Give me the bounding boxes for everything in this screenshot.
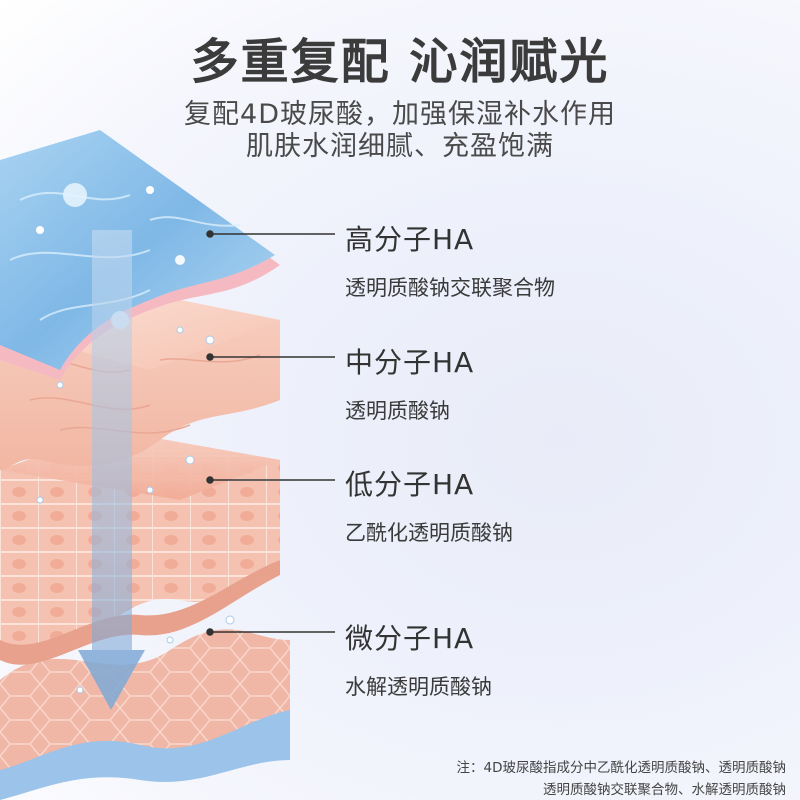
leader-lines <box>206 230 335 636</box>
layer-desc: 透明质酸钠交联聚合物 <box>345 276 555 300</box>
skin-layers-illustration <box>0 130 335 800</box>
layer-micro-ha <box>0 629 290 800</box>
layer-name: 高分子HA <box>345 223 475 256</box>
headline: 多重复配 沁润赋光 <box>190 34 610 90</box>
callout-low-ha: 低分子HA 乙酰化透明质酸钠 <box>345 463 513 547</box>
layer-name: 中分子HA <box>345 346 475 379</box>
layer-desc: 乙酰化透明质酸钠 <box>345 521 513 545</box>
layer-desc: 透明质酸钠 <box>345 399 450 423</box>
footnote-line-2: 透明质酸钠交联聚合物、水解透明质酸钠 <box>543 782 786 798</box>
layer-low-ha <box>0 430 280 665</box>
layer-desc: 水解透明质酸钠 <box>345 675 492 699</box>
layer-name: 低分子HA <box>345 468 475 501</box>
subheadline-line-1: 复配4D玻尿酸，加强保湿补水作用 <box>184 99 616 130</box>
callout-micro-ha: 微分子HA 水解透明质酸钠 <box>345 617 492 701</box>
footnote-line-1: 注：4D玻尿酸指成分中乙酰化透明质酸钠、透明质酸钠 <box>456 760 786 776</box>
callout-mid-ha: 中分子HA 透明质酸钠 <box>345 341 474 425</box>
penetration-arrow <box>78 230 145 710</box>
callout-high-ha: 高分子HA 透明质酸钠交联聚合物 <box>345 218 555 302</box>
water-droplets <box>36 326 235 694</box>
subheadline-line-2: 肌肤水润细腻、充盈饱满 <box>246 131 554 162</box>
layer-name: 微分子HA <box>345 622 475 655</box>
